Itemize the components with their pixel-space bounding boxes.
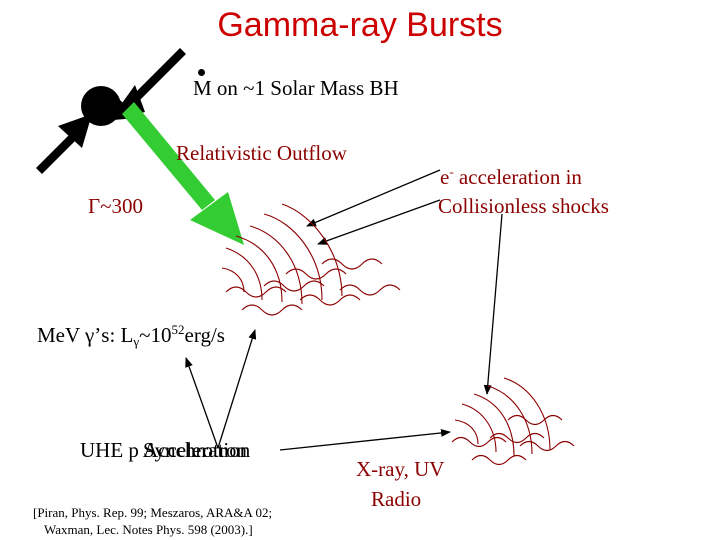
accretion-arrow-upper <box>110 48 186 120</box>
shock-pointer-arrow-3 <box>483 213 503 395</box>
shock-arc <box>503 377 551 451</box>
slide-title: Gamma-ray Bursts <box>217 6 503 44</box>
synchrotron-to-mev-arrow <box>185 357 219 449</box>
emission-wave <box>263 280 325 292</box>
emission-wave <box>339 284 401 296</box>
shock-arc <box>461 403 497 453</box>
lorentz-factor-label: Γ~300 <box>88 194 144 218</box>
mev-gamma-label: MeV γ’s: Lγ~1052erg/s <box>37 323 225 348</box>
synchrotron-label: Synchrotron <box>143 438 247 462</box>
emission-wave <box>451 436 507 448</box>
collisionless-shocks-label: Collisionless shocks <box>438 194 609 218</box>
reference-line-1: [Piran, Phys. Rep. 99; Meszaros, ARA&A 0… <box>33 505 273 520</box>
mev-prefix: MeV γ’s: L <box>37 323 134 347</box>
black-hole-label: M on ~1 Solar Mass BH <box>193 76 399 100</box>
shock-arc <box>281 203 343 297</box>
outflow-label: Relativistic Outflow <box>176 141 347 165</box>
electron-charge: - <box>449 164 454 179</box>
prompt-shock-arcs <box>221 203 343 305</box>
shock-arc <box>487 385 533 455</box>
radio-label: Radio <box>371 487 422 511</box>
shock-arc <box>225 247 263 301</box>
uhe-proton-label: UHE p Acceleration <box>80 438 251 462</box>
emission-wave <box>241 304 303 316</box>
emission-wave <box>285 268 347 280</box>
prompt-emission-waves <box>225 258 401 316</box>
electron-accel-text: acceleration in <box>453 165 582 189</box>
xray-uv-label: X-ray, UV <box>356 457 445 481</box>
shock-arc <box>454 419 479 445</box>
mev-suffix: erg/s <box>184 323 225 347</box>
m-dot-accent <box>198 69 205 76</box>
emission-wave <box>225 286 287 298</box>
reference-line-2: Waxman, Lec. Notes Phys. 598 (2003).] <box>44 522 253 537</box>
shock-arc <box>473 393 515 457</box>
shock-pointer-arrow-2 <box>317 199 441 245</box>
electron-acceleration-label: e- acceleration in <box>440 165 582 190</box>
emission-wave <box>519 440 575 452</box>
shock-arc <box>249 225 303 305</box>
jet-arrow <box>122 102 244 245</box>
black-hole <box>81 86 121 126</box>
synchrotron-from-shock-arrow <box>217 329 257 449</box>
luminosity-subscript: γ <box>133 334 140 349</box>
afterglow-emission-waves <box>451 414 575 466</box>
emission-wave <box>471 454 527 466</box>
emission-wave <box>321 258 383 270</box>
shock-arc <box>235 235 283 303</box>
emission-wave <box>299 294 361 306</box>
afterglow-shock-arcs <box>454 377 551 457</box>
mev-middle: ~10 <box>139 323 172 347</box>
shock-arc <box>221 267 245 293</box>
electron-symbol: e <box>440 165 450 189</box>
accretion-arrow-lower <box>36 114 92 174</box>
shock-arc <box>263 213 323 301</box>
emission-wave <box>507 414 563 426</box>
luminosity-exponent: 52 <box>171 322 185 337</box>
synchrotron-to-afterglow-arrow <box>279 428 451 451</box>
shock-pointer-arrow-1 <box>306 169 441 227</box>
emission-wave <box>489 432 545 444</box>
